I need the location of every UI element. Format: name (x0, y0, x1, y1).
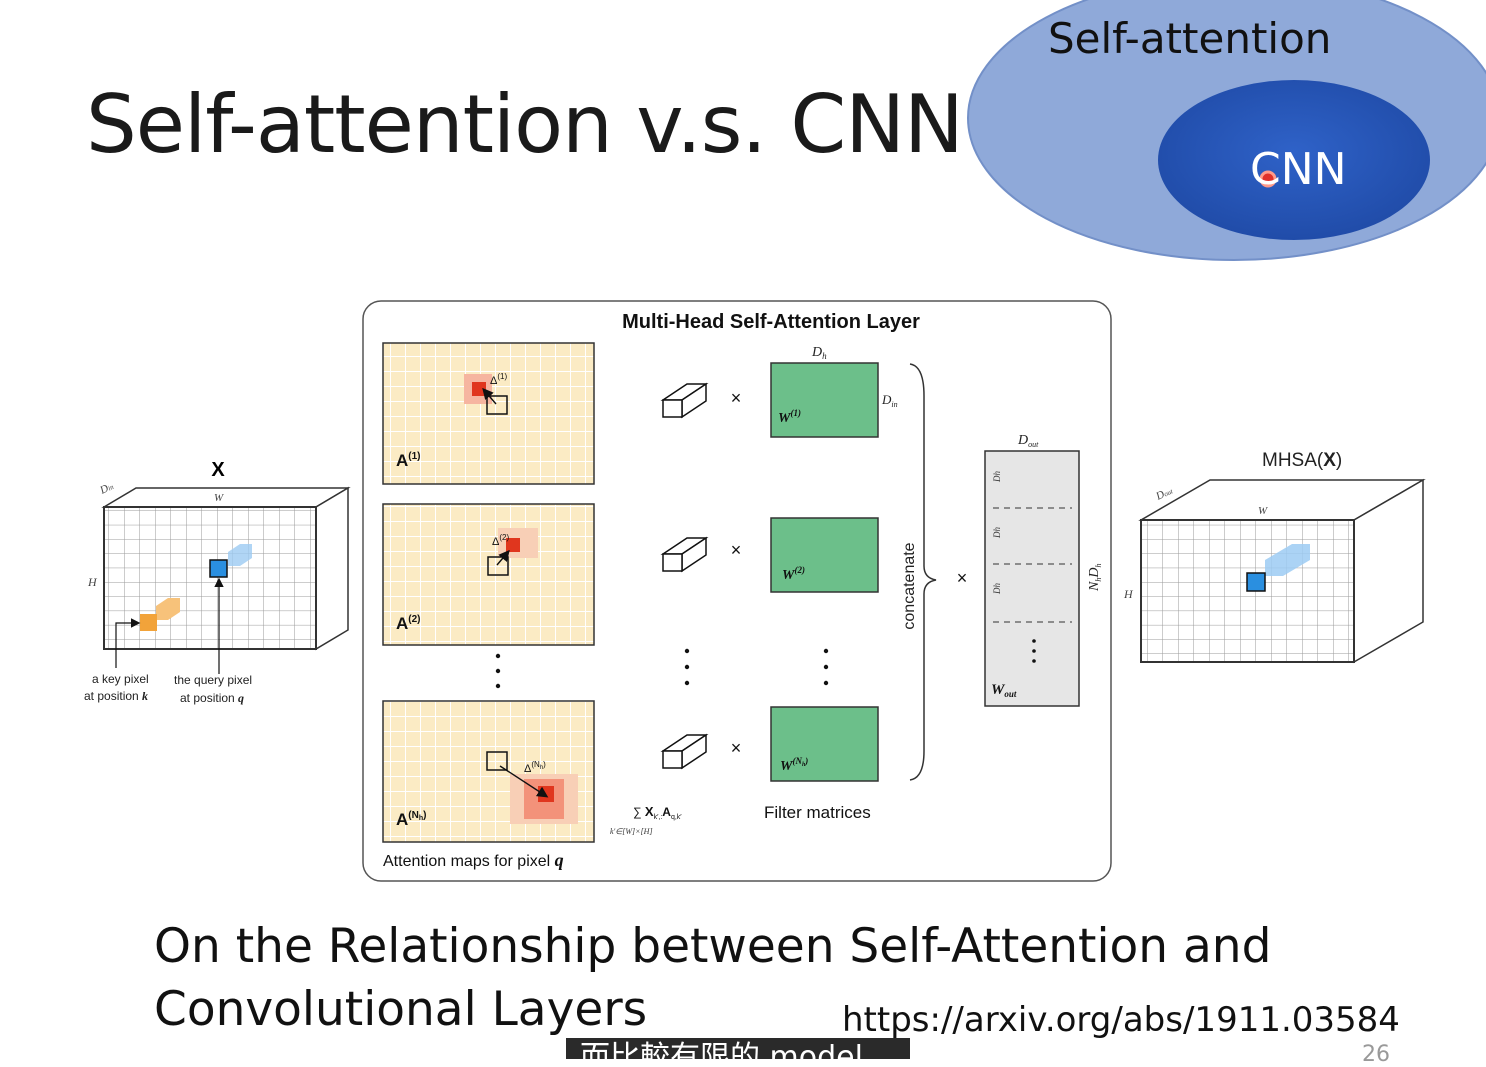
input-din-label: Din (97, 480, 116, 497)
times-nh: × (731, 738, 742, 758)
output-query-pixel (1246, 572, 1266, 592)
venn-outer-label: Self-attention (1048, 14, 1332, 63)
wout-label: Wout (991, 682, 1017, 699)
cube-1 (660, 382, 709, 419)
attention-map-2: Δ(2) A(2) (382, 503, 595, 646)
dh-label: Dh (811, 345, 827, 361)
slide-title: Self-attention v.s. CNN (86, 78, 964, 171)
attention-map-nh: Δ(Nh) A(Nh) (382, 700, 595, 843)
venn-inner-label: CNN (1250, 144, 1347, 195)
svg-text:W: W (1258, 505, 1268, 517)
svg-text:H: H (1123, 587, 1134, 601)
mhsa-figure: X Din W H a key pixel at position k the … (84, 300, 1426, 882)
key-pixel-label-2: at position k (84, 689, 148, 703)
cube-2 (660, 536, 709, 573)
output-tensor: MHSA(X) Dout W H (1123, 450, 1426, 664)
venn-inner-ellipse (1158, 80, 1430, 240)
times-1: × (731, 388, 742, 408)
concat-brace (909, 363, 937, 781)
mhsa-panel-title: Multi-Head Self-Attention Layer (622, 311, 920, 333)
query-pixel-label-2: at position q (180, 691, 244, 705)
output-label: MHSA(X) (1262, 450, 1342, 471)
times-2: × (731, 540, 742, 560)
ellipsis-maps (495, 653, 501, 689)
value-cubes (660, 382, 709, 770)
filter-1 (770, 362, 879, 438)
filter-2 (770, 517, 879, 593)
wout-matrix: Dout Dh Dh Dh Wout NhDh (984, 433, 1103, 707)
venn-diagram (967, 0, 1486, 261)
paper-title: On the Relationship between Self-Attenti… (154, 919, 1272, 1037)
query-pixel (209, 559, 228, 578)
input-x-label: X (211, 459, 225, 481)
filter-matrices: Dh W(1) Din W(2) W(Nh) Filter matrices (764, 345, 898, 822)
cursor-dot-icon (1259, 170, 1277, 188)
key-pixel (140, 614, 157, 631)
attention-maps-caption: Attention maps for pixel q (383, 850, 564, 870)
page-number: 26 (1362, 1042, 1390, 1067)
svg-text:Dh: Dh (992, 471, 1002, 483)
svg-text:Dh: Dh (992, 583, 1002, 595)
attention-map-1: Δ(1) A(1) (382, 342, 595, 485)
input-tensor: X Din W H a key pixel at position k the … (84, 459, 351, 705)
filter-matrices-caption: Filter matrices (764, 803, 871, 822)
svg-text:k′∈[W]×[H]: k′∈[W]×[H] (610, 827, 653, 836)
video-subtitle-text: 而比較有限的 model (580, 1040, 863, 1059)
dout-label: Dout (1017, 433, 1039, 449)
input-w-label: W (214, 492, 224, 504)
query-pixel-label-1: the query pixel (174, 673, 252, 687)
times-concat: × (957, 568, 968, 588)
ellipsis-cubes (684, 648, 690, 686)
input-h-label: H (87, 575, 98, 589)
svg-text:Dh: Dh (992, 527, 1002, 539)
key-pixel-label-1: a key pixel (92, 672, 149, 686)
video-subtitle-bar: 而比較有限的 model (566, 1038, 910, 1059)
filter-nh (770, 706, 879, 782)
svg-text:Dout: Dout (1153, 484, 1175, 503)
nhdh-label: NhDh (1087, 564, 1103, 592)
cube-nh (660, 733, 709, 770)
concatenate-label: concatenate (901, 542, 918, 629)
paper-url[interactable]: https://arxiv.org/abs/1911.03584 (842, 1000, 1400, 1040)
